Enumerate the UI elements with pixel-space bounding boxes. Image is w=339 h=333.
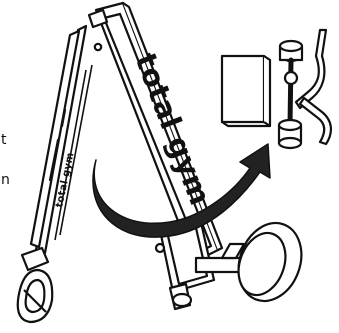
top-weight-cap [280, 41, 302, 51]
box-front [222, 56, 264, 122]
curved-bar-upper [296, 30, 326, 108]
foot-wheel [173, 294, 191, 306]
curved-bar-lower [300, 98, 331, 144]
box-icon [222, 56, 270, 126]
top-bolt [95, 44, 101, 50]
cropped-text-bottom: n [1, 172, 10, 188]
handle-clip [22, 248, 48, 270]
shaft [290, 60, 291, 125]
dumbbell-bar-icon [279, 30, 331, 148]
left-rail-inner [31, 31, 79, 247]
shaft-collar [285, 72, 297, 84]
box-side [264, 56, 270, 126]
bottom-weight-base [279, 138, 301, 148]
handle [18, 248, 52, 322]
lower-bolt [156, 244, 164, 252]
bottom-weight-cap [279, 120, 301, 130]
cropped-text-top: t [1, 132, 7, 148]
